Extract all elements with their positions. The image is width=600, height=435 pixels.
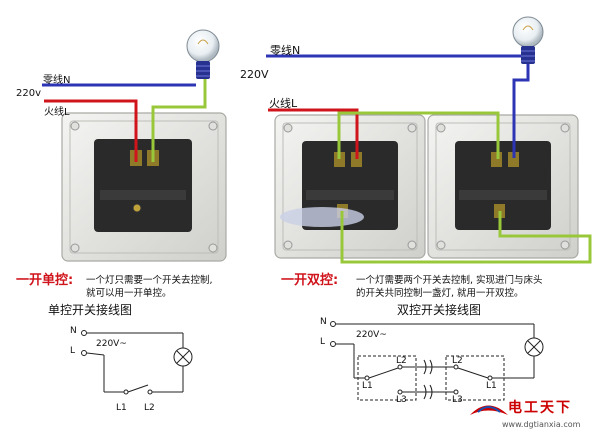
double-switch-a-l3: L3 (396, 395, 407, 405)
double-lamp-to-switch-wire (512, 64, 530, 158)
double-switch-b-l1: L1 (486, 381, 497, 391)
single-control-desc-1: 一个灯只需要一个开关去控制, (86, 275, 213, 286)
double-switch-b-l2: L2 (452, 356, 463, 366)
single-schematic (81, 330, 193, 395)
single-control-desc-2: 就可以用一开单控。 (86, 288, 172, 299)
single-switch-to-lamp-wire (151, 79, 207, 162)
double-switch-plate-a (274, 114, 426, 259)
double-traveler-wire-2 (340, 211, 592, 264)
single-control-title: 一开单控: (16, 273, 74, 288)
double-traveler-wire-1 (337, 111, 500, 159)
bulb-left (186, 29, 220, 79)
single-l-label: L (70, 346, 76, 356)
double-n-label: N (320, 317, 327, 327)
single-l2-label: L2 (144, 403, 155, 413)
bulb-right (512, 16, 544, 64)
double-l-label: L (320, 337, 326, 347)
single-live-wire (44, 99, 138, 162)
double-schematic (330, 321, 544, 401)
single-control-heading: 单控开关接线图 (48, 303, 133, 317)
left-neutral-label: 零线N (43, 75, 71, 86)
right-live-label: 火线L (269, 97, 298, 110)
single-switch-plate (61, 112, 227, 262)
double-control-heading: 双控开关接线图 (397, 303, 482, 317)
double-switch-b-l3: L3 (452, 395, 463, 405)
watermark-url: www.dgtianxia.com (502, 420, 581, 429)
left-voltage-label: 220v (16, 88, 42, 99)
double-live-wire (268, 108, 359, 159)
double-control-title: 一开双控: (281, 273, 339, 288)
single-n-label: N (70, 326, 77, 336)
double-switch-a-l2: L2 (396, 356, 407, 366)
single-voltage-label: 220V~ (96, 339, 127, 349)
double-switch-a-l1: L1 (362, 381, 373, 391)
right-neutral-label: 零线N (270, 44, 301, 57)
single-l1-label: L1 (116, 403, 127, 413)
double-control-desc-1: 一个灯需要两个开关去控制, 实现进门与床头 (356, 275, 543, 286)
right-voltage-label: 220V (240, 68, 269, 81)
double-control-desc-2: 的开关共同控制一盏灯, 就用一开双控。 (356, 288, 524, 299)
watermark-logo (470, 405, 508, 415)
double-voltage-label: 220V~ (356, 330, 387, 340)
left-live-label: 火线L (44, 107, 70, 118)
blurred-label (280, 207, 364, 227)
watermark-brand: 电工天下 (508, 400, 572, 416)
double-switch-plate-b (427, 114, 579, 259)
